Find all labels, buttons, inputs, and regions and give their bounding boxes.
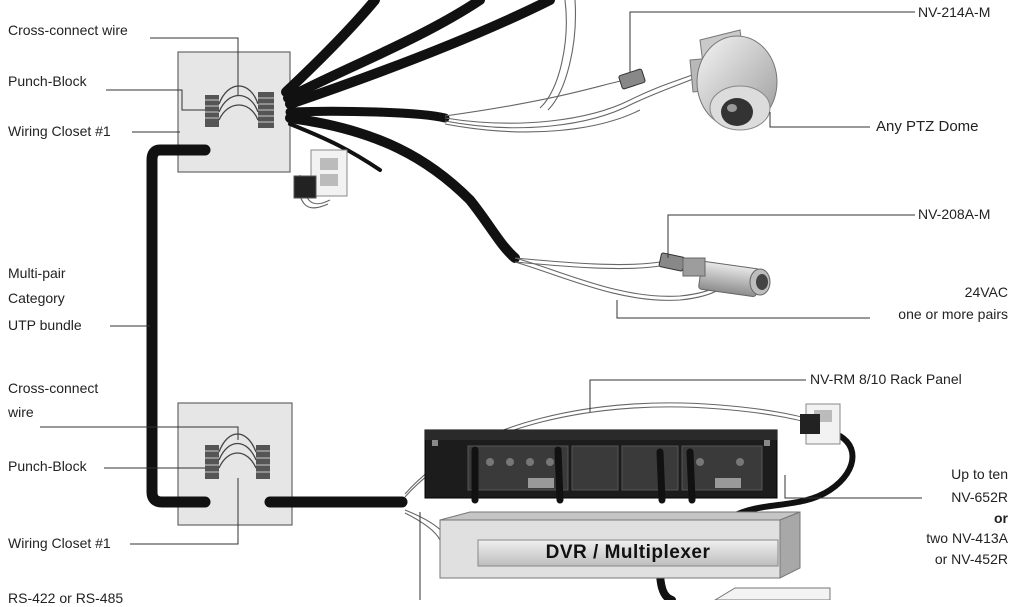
camera-runs-cables: [281, 0, 856, 600]
nv-rm-rack-panel: [424, 429, 778, 504]
cross-connect-label-bottom-line2: wire: [8, 404, 34, 420]
rs-label: RS-422 or RS-485: [8, 590, 124, 606]
ptz-dome-camera: [689, 29, 778, 131]
nv-452r-label: or NV-452R: [934, 551, 1008, 567]
rack-panel-label: NV-RM 8/10 Rack Panel: [810, 371, 962, 387]
category-label: Category: [8, 290, 65, 306]
vac24-label: 24VAC: [964, 284, 1008, 300]
power-outlet-top: [293, 149, 348, 199]
up-to-ten-label: Up to ten: [951, 466, 1008, 482]
box-camera: [682, 257, 771, 298]
cross-connect-wire-label-top: Cross-connect wire: [8, 22, 128, 38]
wiring-closet-label-bottom: Wiring Closet #1: [8, 535, 111, 551]
power-outlet-right: [800, 403, 841, 445]
nv-208a-m-device: [658, 252, 686, 272]
or-label: or: [994, 510, 1008, 526]
nv-208a-m-label: NV-208A-M: [918, 206, 991, 222]
two-nv-413a-label: two NV-413A: [926, 530, 1008, 546]
utp-bundle-cable: [146, 144, 408, 508]
pairs-label: one or more pairs: [898, 306, 1008, 322]
punch-block-top: [205, 92, 274, 128]
punch-block-label-bottom: Punch-Block: [8, 458, 87, 474]
punch-block-label-top: Punch-Block: [8, 73, 87, 89]
cross-connect-label-bottom-line1: Cross-connect: [8, 380, 99, 396]
nv-214a-m-label: NV-214A-M: [918, 4, 991, 20]
nv-214a-m-device: [618, 68, 646, 90]
dvr-multiplexer-label: DVR / Multiplexer: [545, 542, 711, 563]
nv-652r-label: NV-652R: [951, 489, 1008, 505]
ptz-dome-label: Any PTZ Dome: [876, 118, 979, 135]
multi-pair-label: Multi-pair: [8, 265, 66, 281]
leader-lines: [40, 11, 922, 600]
utp-bundle-label: UTP bundle: [8, 317, 82, 333]
cross-connect-wire-top: [218, 85, 259, 121]
dvr-multiplexer: [439, 511, 801, 579]
wiring-closet-label-top: Wiring Closet #1: [8, 123, 111, 139]
partial-device-bottom: [714, 587, 831, 600]
punch-block-bottom: [205, 445, 270, 479]
